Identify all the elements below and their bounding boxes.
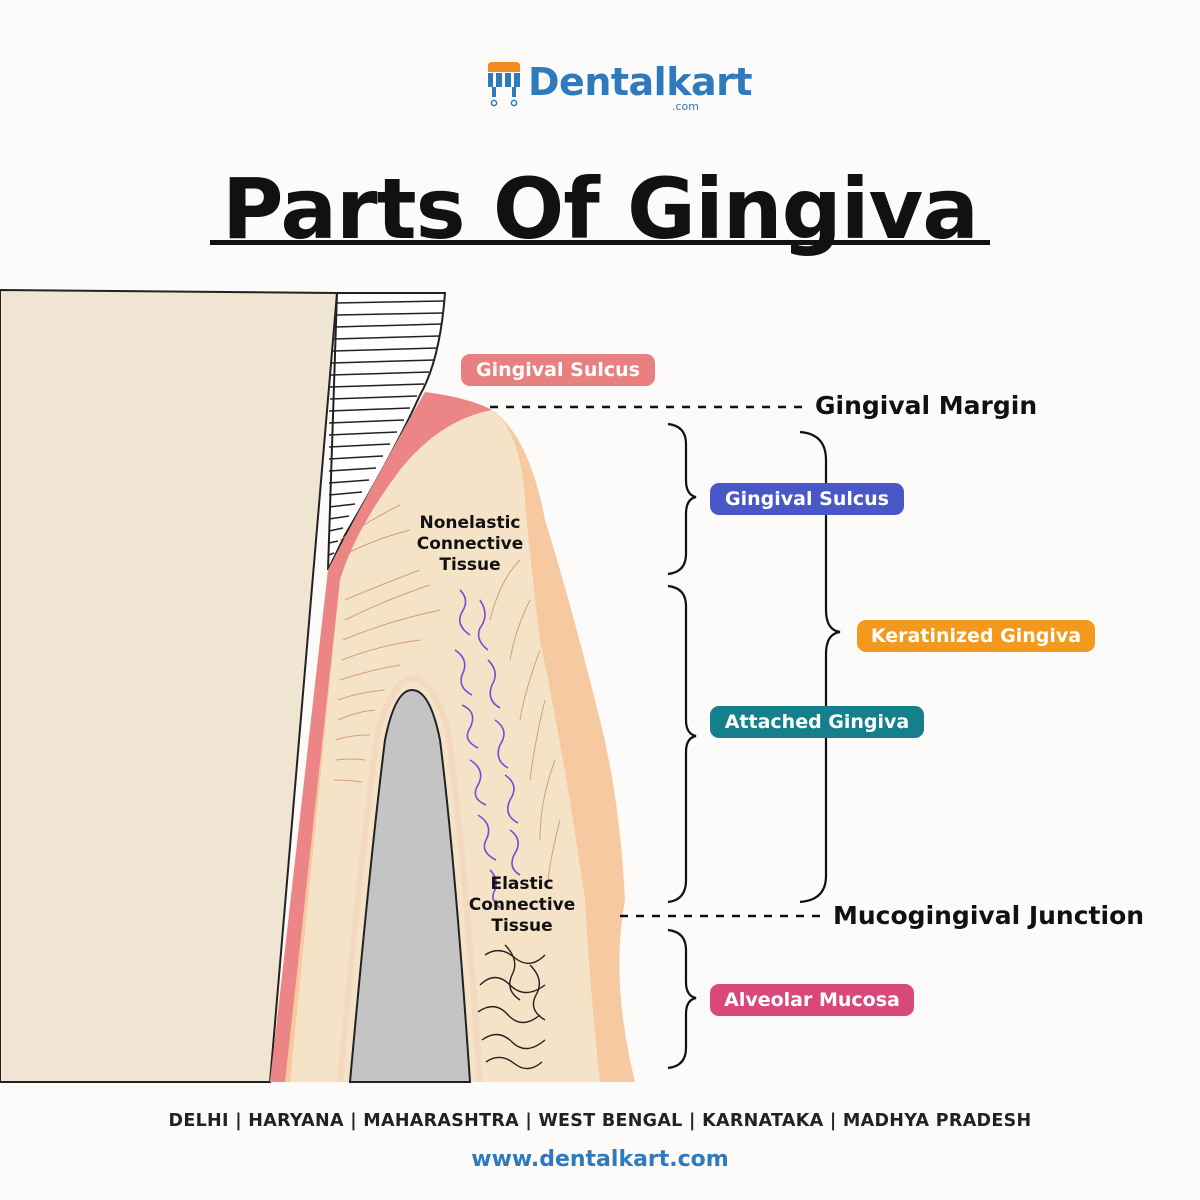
nonelastic-line-1: Nonelastic <box>395 513 545 534</box>
label-keratinized-gingiva: Keratinized Gingiva <box>857 620 1095 652</box>
label-gingival-margin: Gingival Margin <box>815 391 1037 420</box>
footer-website-link[interactable]: www.dentalkart.com <box>0 1147 1200 1172</box>
label-attached-gingiva: Attached Gingiva <box>710 706 924 738</box>
elastic-line-2: Connective <box>447 895 597 916</box>
elastic-line-1: Elastic <box>447 874 597 895</box>
brace-group <box>668 424 840 1068</box>
brace-sulcus <box>668 424 696 574</box>
label-alveolar-mucosa: Alveolar Mucosa <box>710 984 914 1016</box>
label-gingival-sulcus: Gingival Sulcus <box>710 483 904 515</box>
label-nonelastic-tissue: Nonelastic Connective Tissue <box>395 513 545 576</box>
label-elastic-tissue: Elastic Connective Tissue <box>447 874 597 937</box>
nonelastic-line-2: Connective <box>395 534 545 555</box>
brace-attached <box>668 586 696 902</box>
brace-alveolar <box>668 930 696 1068</box>
elastic-line-3: Tissue <box>447 916 597 937</box>
footer-locations: DELHI | HARYANA | MAHARASHTRA | WEST BEN… <box>0 1111 1200 1131</box>
nonelastic-line-3: Tissue <box>395 555 545 576</box>
label-gingival-sulcus-top: Gingival Sulcus <box>461 354 655 386</box>
label-mucogingival-junction: Mucogingival Junction <box>833 901 1144 930</box>
